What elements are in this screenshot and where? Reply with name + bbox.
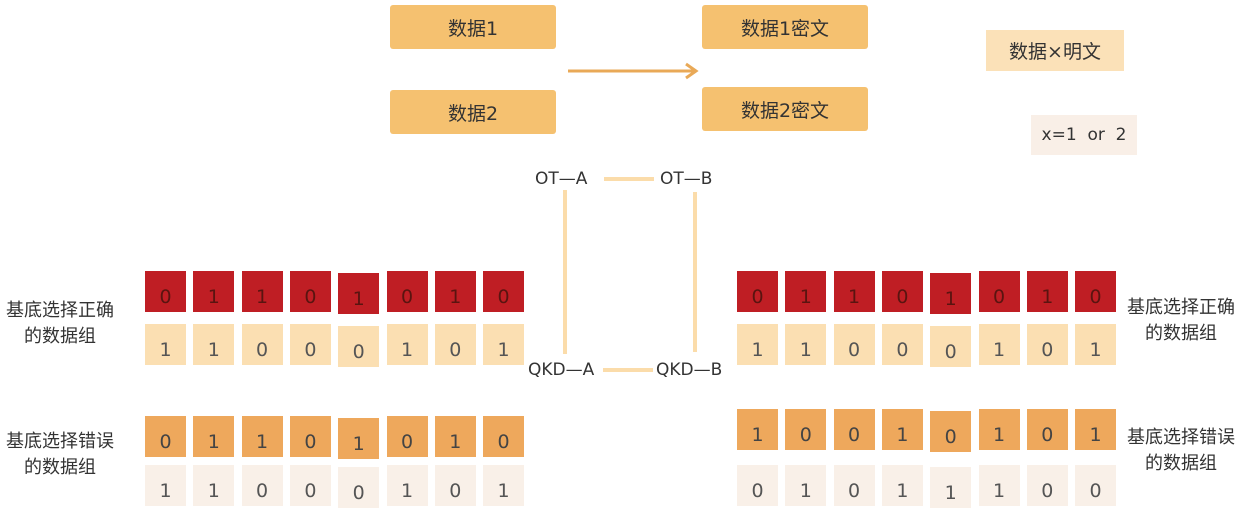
bit-cell: 1 xyxy=(193,465,235,506)
bit-cell: 0 xyxy=(386,416,428,457)
cipher2-label: 数据2密文 xyxy=(740,99,830,122)
bit-cell: 0 xyxy=(930,326,972,367)
bit-cell: 1 xyxy=(978,465,1020,506)
bit-cell: 0 xyxy=(881,271,923,312)
bit-cell: 1 xyxy=(978,324,1020,365)
right-correct-line1: 基底选择正确 xyxy=(1127,297,1235,318)
data1-label: 数据1 xyxy=(447,17,499,40)
bit-cell: 1 xyxy=(434,416,476,457)
bit-cell: 0 xyxy=(833,465,875,506)
bit-cell: 0 xyxy=(737,465,778,506)
bit-cell: 1 xyxy=(386,324,428,365)
data2-label: 数据2 xyxy=(447,102,499,125)
bit-cell: 1 xyxy=(785,324,827,365)
bit-cell: 1 xyxy=(434,271,476,312)
left-correct-line2: 的数据组 xyxy=(24,326,96,347)
bit-cell: 0 xyxy=(338,326,380,367)
left-wrong-line1: 基底选择错误 xyxy=(6,431,114,452)
bit-cell: 0 xyxy=(241,324,283,365)
cipher1-label: 数据1密文 xyxy=(740,17,830,40)
bit-cell: 0 xyxy=(833,409,875,450)
link-b-vertical xyxy=(693,192,697,352)
right-correct-label: 基底选择正确 的数据组 xyxy=(1123,295,1239,347)
bit-cell: 0 xyxy=(483,416,525,457)
bit-cell: 1 xyxy=(483,324,525,365)
bit-cell: 0 xyxy=(289,465,331,506)
bit-cell: 1 xyxy=(785,271,827,312)
bit-cell: 0 xyxy=(145,271,186,312)
right-wrong-label: 基底选择错误 的数据组 xyxy=(1123,425,1239,477)
bit-cell: 1 xyxy=(338,418,380,459)
bit-cell: 0 xyxy=(785,409,827,450)
link-ot xyxy=(604,177,654,181)
bit-cell: 0 xyxy=(289,271,331,312)
link-qkd xyxy=(603,368,653,372)
node-qkd-a: QKD—A xyxy=(528,360,595,380)
bit-cell: 1 xyxy=(833,271,875,312)
cipher1-box: 数据1密文 xyxy=(702,5,868,49)
link-a-vertical xyxy=(563,190,567,354)
note-label: x=1 or 2 xyxy=(1041,125,1127,145)
bit-cell: 1 xyxy=(483,465,525,506)
bit-cell: 1 xyxy=(145,465,186,506)
node-ot-b: OT—B xyxy=(660,169,713,189)
bit-cell: 1 xyxy=(1026,271,1068,312)
bit-cell: 1 xyxy=(241,416,283,457)
bit-cell: 0 xyxy=(1026,409,1068,450)
data1-box: 数据1 xyxy=(390,5,556,49)
bit-cell: 1 xyxy=(193,271,235,312)
bit-cell: 0 xyxy=(483,271,525,312)
note-box: x=1 or 2 xyxy=(1031,115,1137,155)
bit-cell: 0 xyxy=(1026,324,1068,365)
bit-cell: 1 xyxy=(881,409,923,450)
bit-cell: 0 xyxy=(833,324,875,365)
right-wrong-line1: 基底选择错误 xyxy=(1127,427,1235,448)
bit-cell: 0 xyxy=(145,416,186,457)
bit-cell: 0 xyxy=(289,416,331,457)
bit-cell: 1 xyxy=(881,465,923,506)
encrypt-arrow xyxy=(568,62,699,80)
bit-cell: 1 xyxy=(1075,409,1117,450)
legend-label: 数据×明文 xyxy=(1009,41,1101,63)
bit-cell: 0 xyxy=(338,467,380,508)
bit-cell: 0 xyxy=(978,271,1020,312)
bit-cell: 0 xyxy=(289,324,331,365)
data2-box: 数据2 xyxy=(390,90,556,134)
bit-cell: 0 xyxy=(737,271,778,312)
bit-cell: 0 xyxy=(881,324,923,365)
bit-cell: 0 xyxy=(434,465,476,506)
bit-cell: 1 xyxy=(193,416,235,457)
bit-cell: 1 xyxy=(145,324,186,365)
node-qkd-b: QKD—B xyxy=(656,360,723,380)
node-ot-a: OT—A xyxy=(535,169,588,189)
bit-cell: 0 xyxy=(386,271,428,312)
bit-cell: 0 xyxy=(1026,465,1068,506)
bit-cell: 1 xyxy=(241,271,283,312)
left-wrong-label: 基底选择错误 的数据组 xyxy=(2,429,118,481)
legend-box: 数据×明文 xyxy=(986,30,1124,71)
bit-cell: 1 xyxy=(785,465,827,506)
bit-cell: 1 xyxy=(737,324,778,365)
bit-cell: 1 xyxy=(930,467,972,508)
left-correct-line1: 基底选择正确 xyxy=(6,300,114,321)
bit-cell: 0 xyxy=(241,465,283,506)
cipher2-box: 数据2密文 xyxy=(702,87,868,131)
left-correct-label: 基底选择正确 的数据组 xyxy=(2,298,118,350)
bit-cell: 1 xyxy=(338,273,380,314)
bit-cell: 0 xyxy=(930,411,972,452)
bit-cell: 0 xyxy=(1075,271,1117,312)
right-correct-line2: 的数据组 xyxy=(1145,323,1217,344)
bit-cell: 0 xyxy=(1075,465,1117,506)
right-wrong-line2: 的数据组 xyxy=(1145,453,1217,474)
left-wrong-line2: 的数据组 xyxy=(24,457,96,478)
bit-cell: 0 xyxy=(434,324,476,365)
bit-cell: 1 xyxy=(1075,324,1117,365)
bit-cell: 1 xyxy=(978,409,1020,450)
bit-cell: 1 xyxy=(737,409,778,450)
bit-cell: 1 xyxy=(386,465,428,506)
bit-cell: 1 xyxy=(193,324,235,365)
bit-cell: 1 xyxy=(930,273,972,314)
